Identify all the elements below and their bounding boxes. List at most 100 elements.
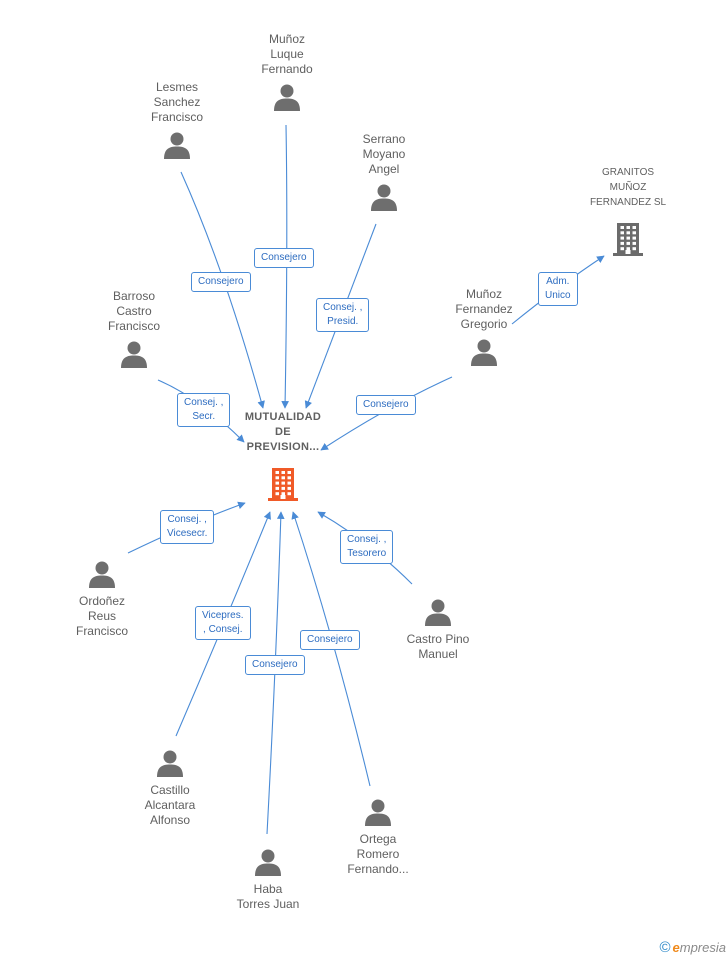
brand-name: mpresia [679, 940, 726, 955]
edge-label-line: Consejero [198, 276, 244, 287]
person-label-line: Manuel [418, 647, 458, 661]
building-icon [268, 468, 298, 501]
edge-label-serrano[interactable]: Consej. ,Presid. [316, 298, 370, 332]
person-icon [274, 84, 300, 111]
person-label-line: Muñoz [268, 32, 306, 46]
person-icon [121, 341, 147, 368]
edge-label-castillo[interactable]: Vicepres. , Consej. [195, 606, 251, 640]
edge-label-line: , Consej. [203, 624, 243, 635]
entity-node-center[interactable]: MUTUALIDAD DE PREVISION... [223, 410, 343, 501]
edge-label-line: Consej. , [184, 397, 224, 408]
center-label-line: MUTUALIDAD [244, 411, 322, 423]
center-label-line: PREVISION... [246, 441, 320, 453]
edge-label-line: Tesorero [347, 548, 387, 559]
company-label: GRANITOS MUÑOZ FERNANDEZ SL [568, 165, 688, 210]
person-label-line: Alfonso [149, 813, 191, 827]
edge-label-line: Consejero [363, 399, 409, 410]
edge-label-line: Consej. , [167, 514, 207, 525]
edge-label-barroso[interactable]: Consej. , Secr. [177, 393, 231, 427]
person-label-line: Serrano [362, 132, 406, 146]
edge-label-munoz-fernandez[interactable]: Consejero [356, 395, 416, 415]
edge-label-munoz-luque[interactable]: Consejero [254, 248, 314, 268]
person-label-line: Angel [368, 162, 400, 176]
person-label-line: Fernando [261, 62, 313, 76]
company-label-line: GRANITOS [601, 167, 655, 178]
edge-label-line: Vicesecr. [167, 528, 208, 539]
person-label-line: Sanchez [153, 95, 201, 109]
edge-label-line: Consejero [307, 634, 353, 645]
edge-label-line: Consejero [252, 659, 298, 670]
person-label-line: Castillo [150, 783, 190, 797]
edge-label-ortega[interactable]: Consejero [300, 630, 360, 650]
person-label-line: Moyano [362, 147, 406, 161]
person-label-line: Francisco [75, 624, 128, 638]
person-label-line: Castro Pino [406, 632, 470, 646]
edge-label-line: Adm. [546, 276, 570, 287]
person-label-line: Haba [253, 882, 283, 896]
person-label-line: Torres Juan [236, 897, 300, 911]
edge-label-munoz-fernandez[interactable]: Adm. Unico [538, 272, 578, 306]
person-label-line: Lesmes [155, 80, 199, 94]
edge-label-haba[interactable]: Consejero [245, 655, 305, 675]
center-label-line: DE [275, 426, 291, 438]
company-label-line: MUÑOZ [609, 182, 647, 193]
edge-label-line: Secr. [192, 411, 216, 422]
person-label-line: Castro [116, 304, 152, 318]
copyright-symbol: © [659, 939, 671, 956]
person-label-line: Francisco [107, 319, 160, 333]
brand-logo: ©empresia [659, 939, 726, 956]
person-label-line: Romero [356, 847, 400, 861]
person-icon [371, 184, 397, 211]
person-label-line: Reus [87, 609, 116, 623]
person-label-line: Fernando... [347, 862, 409, 876]
person-label-line: Ordoñez [78, 594, 126, 608]
person-label-line: Alcantara [144, 798, 196, 812]
edge-label-ordonez[interactable]: Consej. , Vicesecr. [160, 510, 215, 544]
edge-label-line: Consejero [261, 252, 307, 263]
edge-label-castro-pino[interactable]: Consej. , Tesorero [340, 530, 394, 564]
edge-label-line: Presid. [327, 316, 359, 327]
brand-initial: e [672, 940, 680, 955]
edge-label-line: Unico [545, 290, 571, 301]
edge-label-line: Vicepres. [202, 610, 244, 621]
person-icon [157, 750, 183, 777]
person-label-line: Ortega [359, 832, 397, 846]
person-icon [365, 799, 391, 826]
person-label-line: Francisco [150, 110, 203, 124]
edge-label-lesmes[interactable]: Consejero [191, 272, 251, 292]
center-label: MUTUALIDAD DE PREVISION... [223, 410, 343, 455]
person-label-line: Muñoz [465, 287, 503, 301]
person-label-line: Luque [270, 47, 304, 61]
person-icon [164, 132, 190, 159]
person-icon [255, 849, 281, 876]
building-icon [613, 223, 643, 256]
person-label-line: Gregorio [460, 317, 508, 331]
person-label-line: Barroso [112, 289, 156, 303]
person-icon [89, 561, 115, 588]
person-label-line: Fernandez [455, 302, 513, 316]
company-label-line: FERNANDEZ SL [589, 197, 667, 208]
company-node-granitos[interactable]: GRANITOS MUÑOZ FERNANDEZ SL [568, 165, 688, 256]
person-icon [425, 599, 451, 626]
edge-label-line: Consej. , [347, 534, 387, 545]
